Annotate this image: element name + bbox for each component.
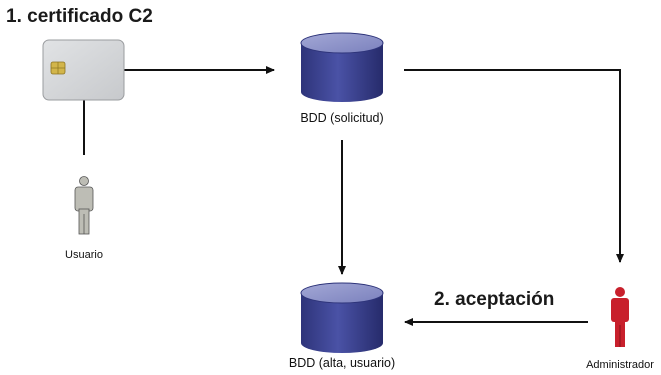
smart-card-icon [42, 39, 125, 101]
database-request-icon [300, 32, 384, 102]
admin-label: Administrador [586, 359, 654, 371]
database-final-icon [300, 282, 384, 353]
step2-title: 2. aceptación [434, 289, 555, 310]
person-icon [74, 176, 94, 235]
db-request-label: BDD (solicitud) [300, 111, 384, 125]
step1-title: 1. certificado C2 [6, 6, 153, 27]
admin-person-icon [611, 287, 629, 347]
arrow-db-request-to-admin [404, 69, 624, 263]
user-label: Usuario [65, 249, 103, 261]
db-final-label: BDD (alta, usuario) [288, 356, 396, 370]
connectors [83, 66, 624, 326]
